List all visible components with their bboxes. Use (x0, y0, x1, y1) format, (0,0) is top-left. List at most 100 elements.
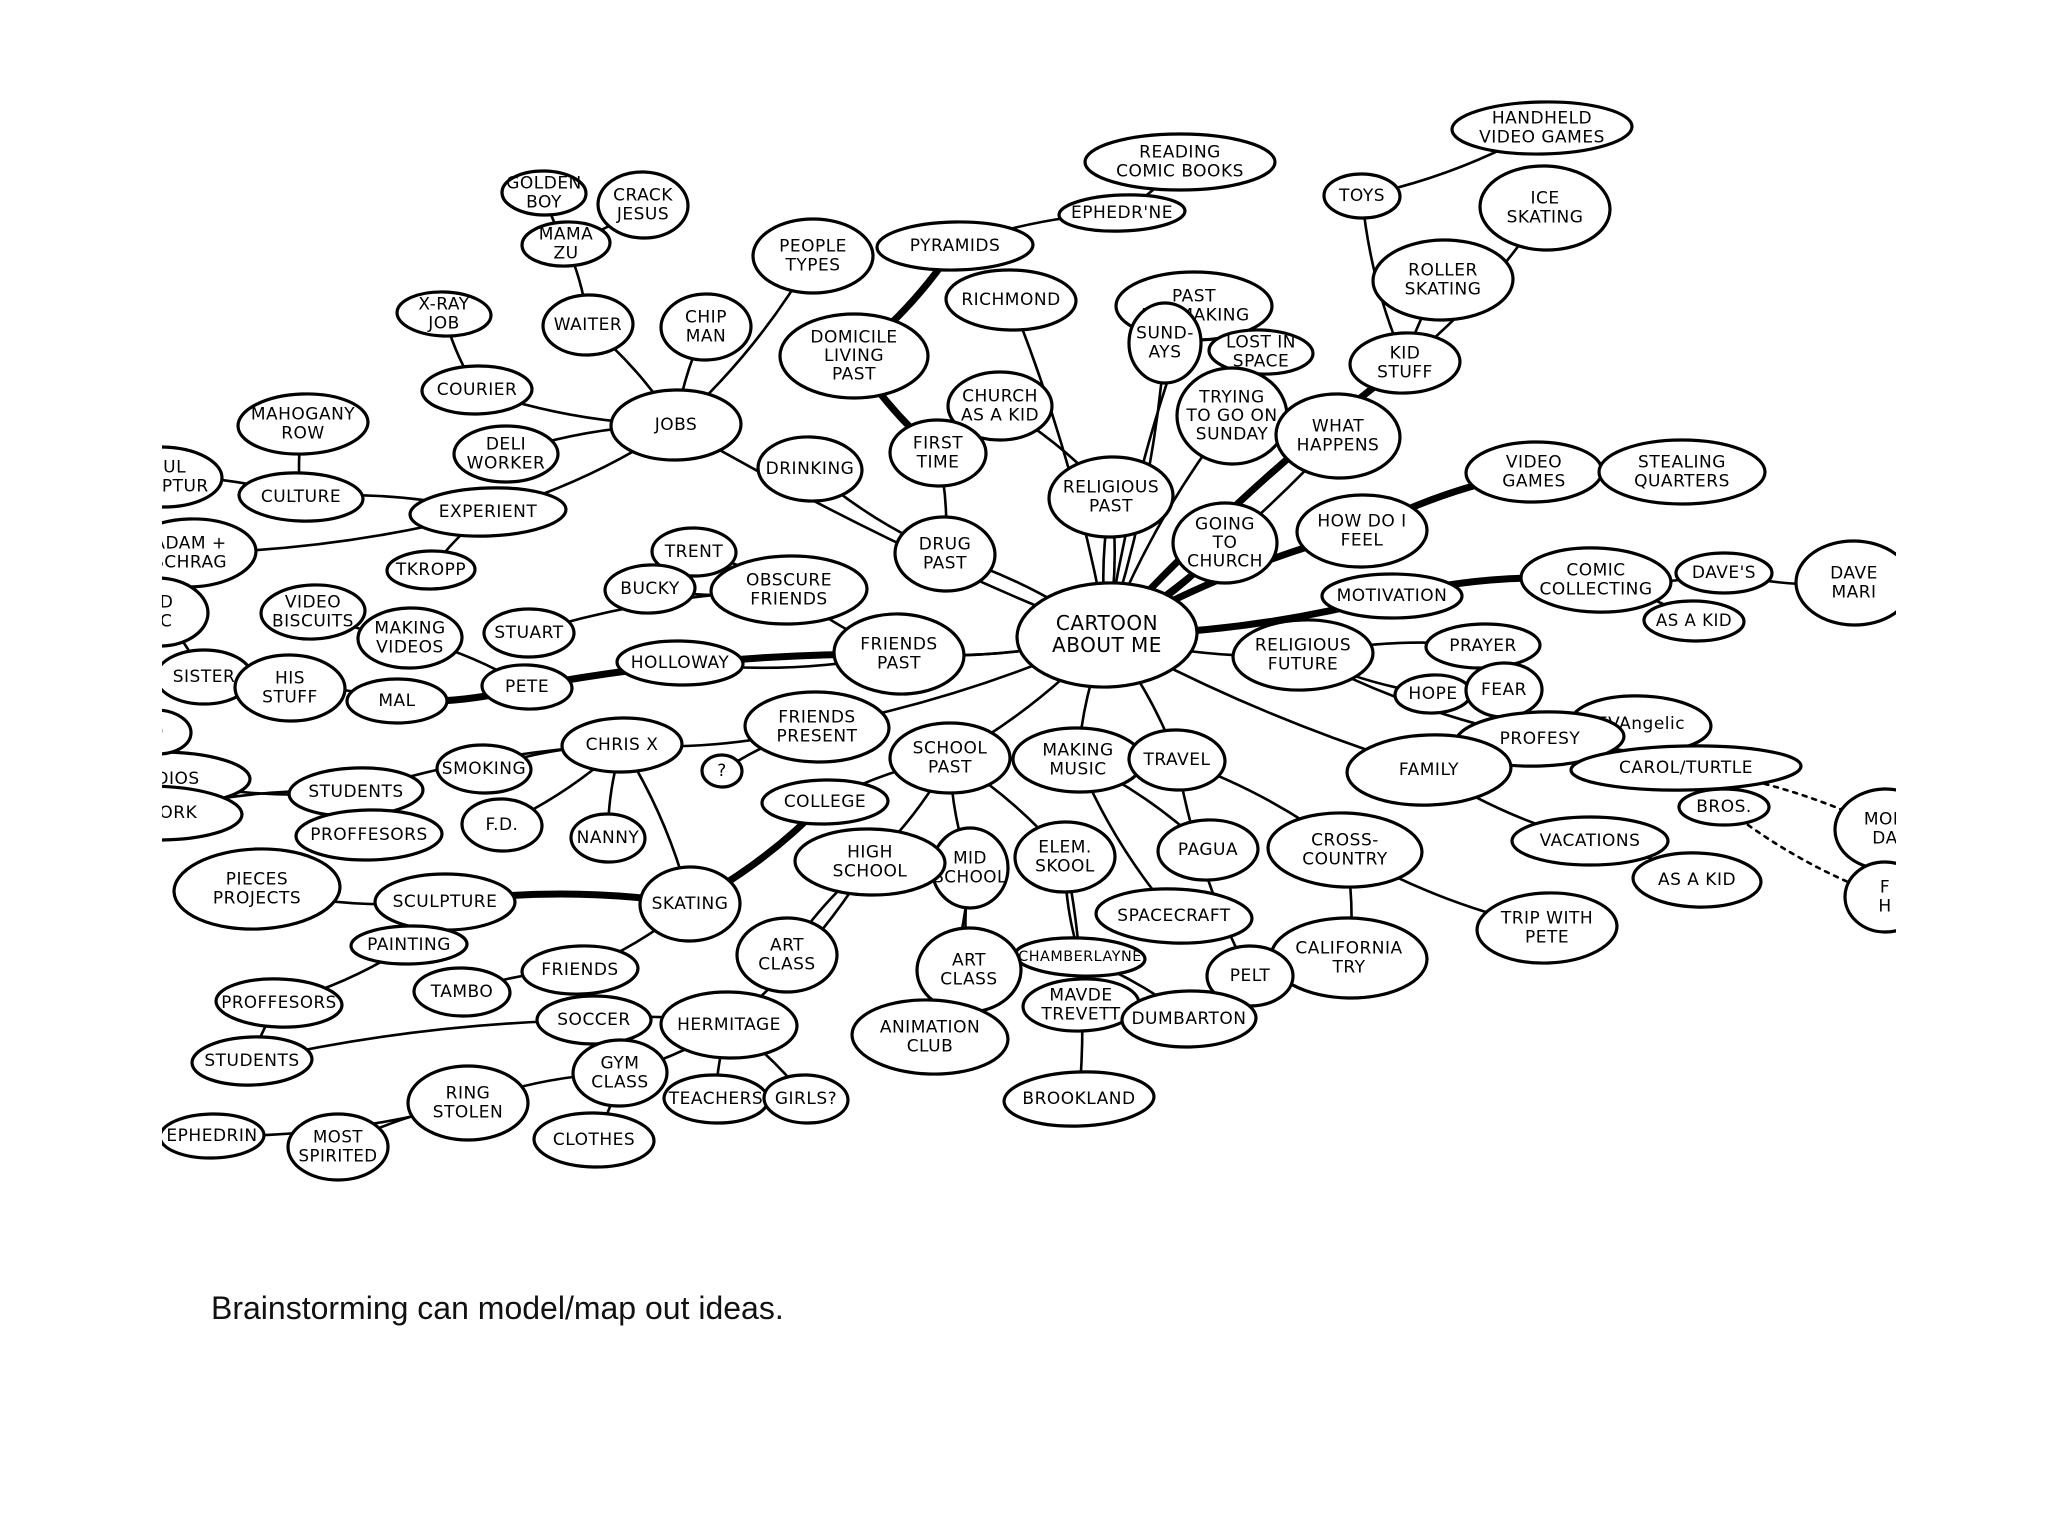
bubble-outline-davemari (1794, 539, 1896, 627)
bubble-outline-ring (406, 1064, 530, 1142)
bubble-outline-comiccollect (1519, 546, 1673, 614)
bubble-label-spacecraft: SPACECRAFT (1117, 906, 1230, 926)
bubble-outline-richmond (944, 268, 1078, 332)
bubble-outline-girls (762, 1073, 850, 1125)
bubble-outline-toys (1322, 172, 1402, 220)
bubble-outline-mal (345, 677, 449, 725)
bubble-outline-makingvideos (356, 606, 464, 670)
bubble-outline-mahogany (236, 392, 370, 456)
bubble-outline-smoking (435, 743, 533, 795)
bubble-outline-ice (1478, 164, 1612, 252)
bubble-skating: SKATING (638, 865, 742, 943)
bubble-label-ephedrin2: EPHEDRIN (166, 1126, 257, 1146)
bubble-proffesors2: PROFFESORS (214, 977, 344, 1029)
bubble-culture: CULTURE (237, 471, 365, 523)
bubble-proffesors1: PROFFESORS (294, 808, 444, 862)
bubble-label-cross: CROSS-COUNTRY (1302, 831, 1388, 870)
bubble-label-fear: FEAR (1481, 680, 1527, 700)
bubble-teachers: TEACHERS (662, 1073, 770, 1125)
bubble-outline-videobiscuits (259, 583, 367, 641)
bubble-outline-highschool (793, 827, 947, 897)
bubble-label-askid2: AS A KID (1658, 870, 1736, 890)
bubble-outline-relfuture (1231, 618, 1375, 692)
bubble-label-smoking: SMOKING (442, 759, 526, 779)
bubble-outline-elem (1013, 820, 1117, 894)
bubble-outline-fd (460, 797, 544, 853)
bubble-outline-question (700, 753, 744, 789)
bubble-outline-holloway (615, 639, 745, 687)
figure-caption: Brainstorming can model/map out ideas. (211, 1290, 784, 1326)
bubble-outline-askid1 (1642, 599, 1746, 643)
bubble-label-profesy: PROFESY (1500, 729, 1581, 749)
bubble-label-question: ? (717, 761, 727, 781)
bubble-outline-stealing (1597, 438, 1767, 506)
bubble-tkropp: TKROPP (385, 549, 477, 591)
bubble-outline-courier (420, 364, 534, 416)
bubble-label-d: D (162, 722, 164, 742)
bubble-outline-college (760, 778, 890, 826)
bubble-friends: FRIENDS (520, 944, 640, 996)
bubble-outline-friendspast (832, 612, 966, 696)
bubble-cross: CROSS-COUNTRY (1266, 811, 1424, 889)
bubble-label-college: COLLEGE (784, 792, 866, 812)
bubble-label-richmond: RICHMOND (961, 290, 1060, 310)
bubble-hermitage: HERMITAGE (659, 990, 799, 1060)
bubble-outline-kidstuff (1348, 331, 1462, 395)
bubble-outline-painting (349, 924, 469, 966)
bubble-outline-spacecraft (1094, 887, 1254, 945)
bubble-vacations: VACATIONS (1510, 815, 1670, 867)
bubble-chrisx: CHRIS X (560, 716, 684, 774)
bubble-label-motivation: MOTIVATION (1337, 586, 1448, 606)
bubble-outline-drinking (756, 435, 864, 503)
bubble-outline-hermitage (659, 990, 799, 1060)
bubble-label-pagua: PAGUA (1178, 840, 1238, 860)
bubble-outline-ephedrine (1057, 193, 1187, 233)
bubble-label-courier: COURIER (437, 380, 518, 400)
bubble-outline-culture (237, 471, 365, 523)
bubble-carol: CAROL/TURTLE (1569, 744, 1803, 792)
bubble-outline-waiter (541, 293, 635, 357)
bubble-fd: F.D. (460, 797, 544, 853)
bubble-outline-clothes (532, 1111, 656, 1169)
bubble-travel: TRAVEL (1127, 728, 1227, 792)
bubble-label-waiter: WAITER (554, 315, 622, 335)
bubble-outline-animation (850, 998, 1010, 1076)
bubble-smoking: SMOKING (435, 743, 533, 795)
bubble-outline-sundays (1127, 301, 1203, 385)
bubble-outline-chrisx (560, 716, 684, 774)
bubble-label-culture: CULTURE (261, 487, 341, 507)
bubble-label-toys: TOYS (1338, 186, 1385, 206)
bubble-monday: MONDA (1833, 787, 1896, 871)
bubble-label-holloway: HOLLOWAY (631, 653, 730, 673)
